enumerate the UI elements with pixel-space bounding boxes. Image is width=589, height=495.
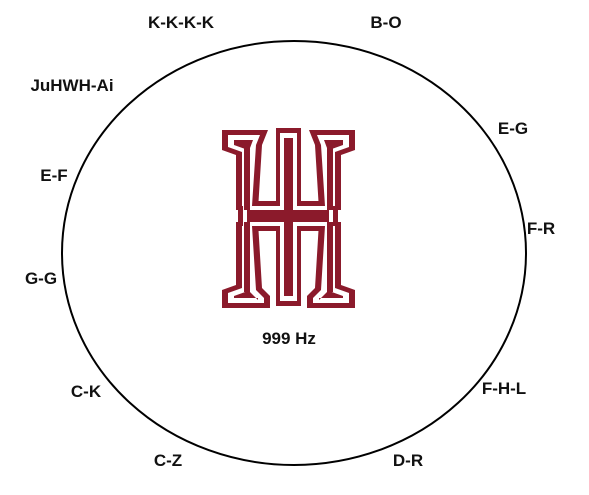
center-frequency-label: 999 Hz xyxy=(262,329,316,348)
ring-label-g-g: G-G xyxy=(25,269,57,288)
ring-label-k-k-k-k: K-K-K-K xyxy=(148,13,215,32)
outer-ring-circle xyxy=(61,40,527,466)
ring-label-c-z: C-Z xyxy=(154,451,182,470)
ring-label-e-f: E-F xyxy=(40,166,67,185)
ring-label-c-k: C-K xyxy=(71,382,102,401)
ring-label-b-o: B-O xyxy=(370,13,401,32)
ring-label-f-r: F-R xyxy=(527,219,555,238)
ring-label-f-h-l: F-H-L xyxy=(482,379,526,398)
ring-label-juhwh-ai: JuHWH-Ai xyxy=(30,76,113,95)
ring-label-d-r: D-R xyxy=(393,451,423,470)
ring-label-e-g: E-G xyxy=(498,119,528,138)
zhe-glyph-emblem-icon xyxy=(222,128,355,308)
